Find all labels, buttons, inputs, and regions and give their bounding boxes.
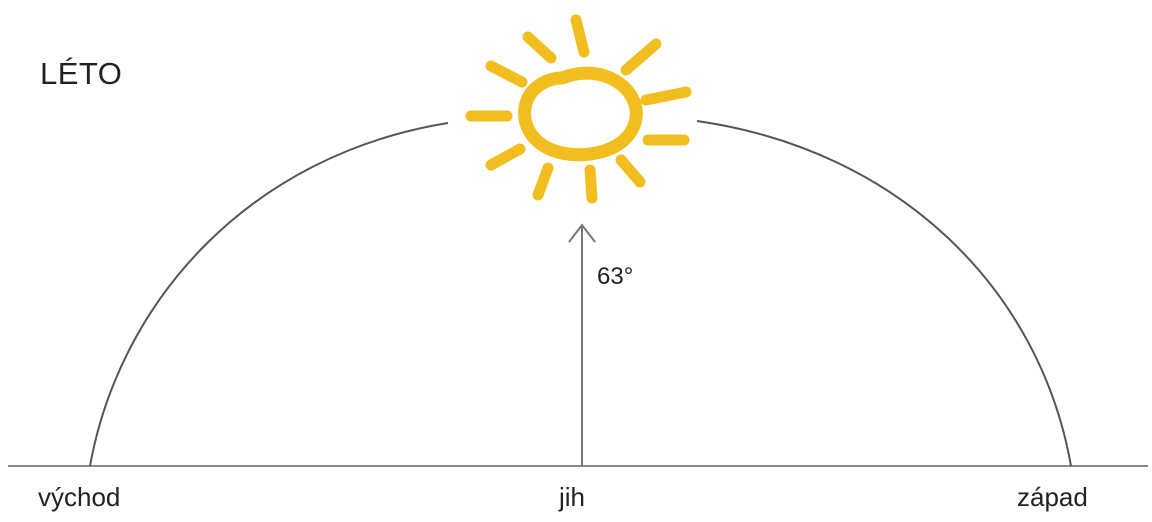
direction-west-label: západ — [1017, 482, 1088, 513]
sun-icon — [471, 20, 686, 198]
elevation-angle-label: 63° — [597, 263, 633, 291]
direction-east-label: východ — [38, 482, 120, 513]
elevation-arrow — [569, 225, 595, 466]
sun-path-arc-west — [697, 121, 1071, 466]
season-title: LÉTO — [40, 56, 122, 92]
direction-south-label: jih — [559, 482, 585, 513]
sun-path-arc-east — [90, 123, 448, 466]
